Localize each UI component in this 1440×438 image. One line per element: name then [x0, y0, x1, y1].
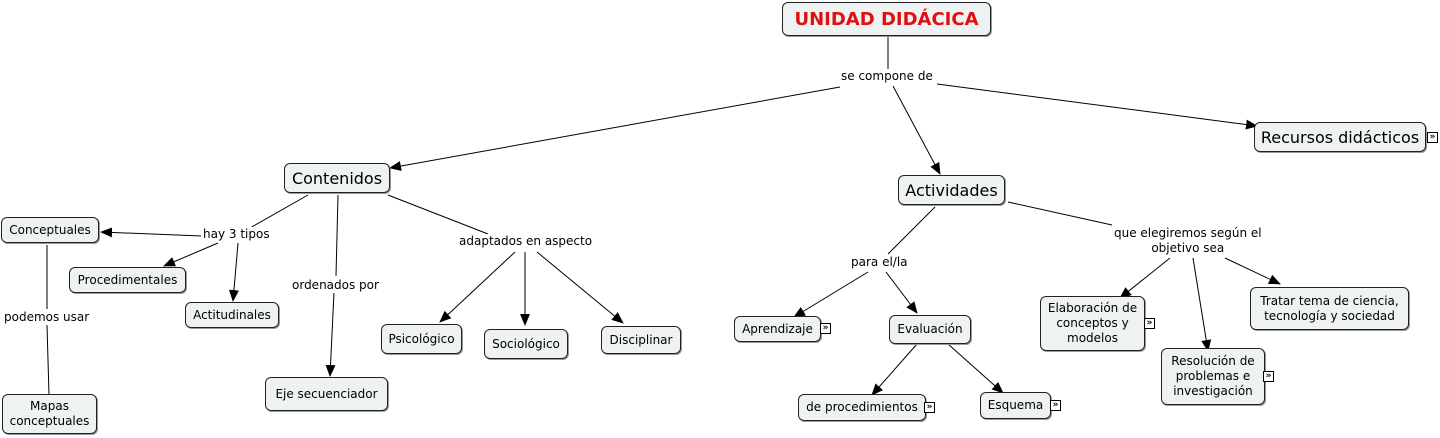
- edge-actividades-queeleg: [1007, 201, 1113, 226]
- node-resolucion-problemas[interactable]: Resolución de problemas e investigación: [1161, 348, 1265, 405]
- edge-queeleg-resolucion: [1192, 257, 1212, 352]
- node-actividades[interactable]: Actividades: [898, 175, 1005, 205]
- node-elaboracion-conceptos[interactable]: Elaboración de conceptos y modelos: [1040, 296, 1145, 351]
- node-recursos-didacticos[interactable]: Recursos didácticos: [1254, 122, 1426, 152]
- edge-evaluacion-procedimientos: [871, 343, 918, 396]
- link-ordenados-por: ordenados por: [290, 278, 381, 293]
- node-tratar-tema[interactable]: Tratar tema de ciencia, tecnología y soc…: [1250, 287, 1409, 330]
- link-adaptados-en-aspecto: adaptados en aspecto: [457, 234, 595, 249]
- link-hay-3-tipos: hay 3 tipos: [201, 227, 272, 242]
- link-podemos-usar: podemos usar: [2, 310, 92, 325]
- link-que-elegiremos: que elegiremos según el objetivo sea: [1112, 226, 1264, 256]
- edge-hay3-conceptuales: [100, 227, 203, 238]
- edge-adaptados-psicologico: [439, 251, 516, 323]
- node-eje-secuenciador[interactable]: Eje secuenciador: [265, 377, 388, 411]
- edge-para-evaluacion: [885, 271, 918, 314]
- node-actitudinales[interactable]: Actitudinales: [185, 302, 279, 328]
- edge-contenidos-hay3: [249, 194, 309, 229]
- node-conceptuales[interactable]: Conceptuales: [1, 217, 99, 243]
- double-chevron-right-icon[interactable]: »: [924, 402, 935, 413]
- node-mapas-conceptuales[interactable]: Mapas conceptuales: [2, 394, 97, 434]
- edge-adaptados-disciplinar: [536, 251, 624, 324]
- node-psicologico[interactable]: Psicológico: [381, 324, 462, 354]
- edge-queeleg-elaboracion: [1119, 257, 1171, 299]
- node-unidad-didactica[interactable]: UNIDAD DIDÁCICA: [782, 2, 991, 36]
- edge-ordenados-eje: [325, 291, 336, 377]
- edge-hay3-procedimentales: [163, 242, 219, 267]
- node-sociologico[interactable]: Sociológico: [484, 329, 568, 359]
- link-para-el-la: para el/la: [849, 255, 910, 270]
- double-chevron-right-icon[interactable]: »: [1263, 371, 1274, 382]
- link-se-compone-de: se compone de: [839, 69, 935, 84]
- edge-evaluacion-esquema: [947, 343, 1004, 394]
- edge-contenidos-adaptados: [387, 194, 489, 235]
- edge-secompone-contenidos: [389, 86, 841, 171]
- double-chevron-right-icon[interactable]: »: [1050, 400, 1061, 411]
- double-chevron-right-icon[interactable]: »: [1144, 318, 1155, 329]
- edge-queeleg-tratar: [1224, 257, 1281, 285]
- double-chevron-right-icon[interactable]: »: [820, 323, 831, 334]
- edge-para-aprendizaje: [793, 271, 869, 318]
- edge-contenidos-ordenados: [335, 194, 339, 277]
- edge-podemos-mapas: [46, 324, 50, 396]
- node-evaluacion[interactable]: Evaluación: [889, 315, 971, 344]
- double-chevron-right-icon[interactable]: »: [1427, 132, 1438, 143]
- node-de-procedimientos[interactable]: de procedimientos: [798, 394, 926, 421]
- node-procedimentales[interactable]: Procedimentales: [69, 267, 186, 293]
- edge-secompone-actividades: [892, 85, 941, 175]
- edge-hay3-actitudinales: [228, 242, 239, 302]
- node-esquema[interactable]: Esquema: [980, 392, 1051, 419]
- node-contenidos[interactable]: Contenidos: [284, 163, 390, 193]
- edge-actividades-para: [887, 206, 936, 255]
- node-disciplinar[interactable]: Disciplinar: [601, 326, 681, 354]
- edge-secompone-recursos: [936, 83, 1258, 130]
- node-aprendizaje[interactable]: Aprendizaje: [734, 316, 821, 342]
